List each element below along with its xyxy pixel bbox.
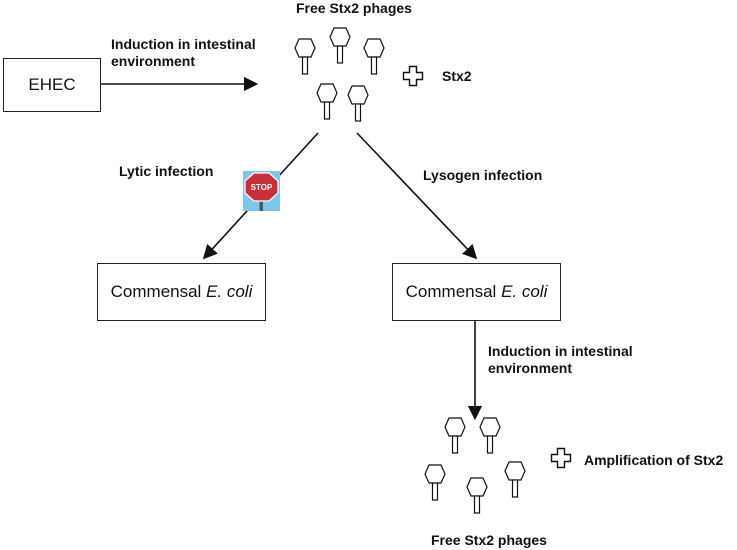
induction-bottom-line2: environment: [488, 360, 573, 376]
stop-sign-icon: STOP: [243, 171, 280, 211]
phage-icon: [316, 83, 338, 120]
lysogen-infection-label: Lysogen infection: [423, 167, 543, 183]
bottom-phages-title: Free Stx2 phages: [431, 532, 547, 548]
lytic-infection-label: Lytic infection: [119, 163, 214, 179]
plus-icon: [550, 447, 572, 469]
phage-icon: [363, 38, 385, 75]
top-phages-title: Free Stx2 phages: [296, 0, 412, 16]
induction-bottom-line1: Induction in intestinal: [488, 343, 633, 359]
phage-icon: [444, 417, 466, 454]
stx2-label: Stx2: [442, 68, 472, 84]
phage-icon: [466, 477, 488, 514]
lytic-arrow: [202, 132, 319, 260]
induction-top-line2: environment: [111, 53, 196, 69]
ehec-box: EHEC: [3, 58, 101, 112]
induction-bottom-label: Induction in intestinal environment: [488, 343, 633, 377]
commensal-right-prefix: Commensal: [405, 282, 502, 301]
phage-icon: [479, 417, 501, 454]
phage-icon: [347, 85, 369, 122]
commensal-left-species: E. coli: [206, 282, 253, 301]
amplification-label: Amplification of Stx2: [584, 452, 724, 468]
induction-top-line1: Induction in intestinal: [111, 36, 256, 52]
commensal-right-box: Commensal E. coli: [392, 263, 561, 321]
phage-icon: [504, 461, 526, 498]
phage-icon: [424, 464, 446, 501]
commensal-left-box: Commensal E. coli: [97, 263, 266, 321]
stop-sign-text: STOP: [251, 183, 273, 192]
induction-top-label: Induction in intestinal environment: [111, 36, 256, 70]
plus-icon: [402, 65, 424, 87]
phage-icon: [329, 27, 351, 64]
ehec-label: EHEC: [28, 75, 76, 94]
phage-icon: [294, 38, 316, 75]
lysogen-arrow: [356, 132, 478, 260]
commensal-left-prefix: Commensal: [110, 282, 207, 301]
commensal-right-species: E. coli: [501, 282, 548, 301]
